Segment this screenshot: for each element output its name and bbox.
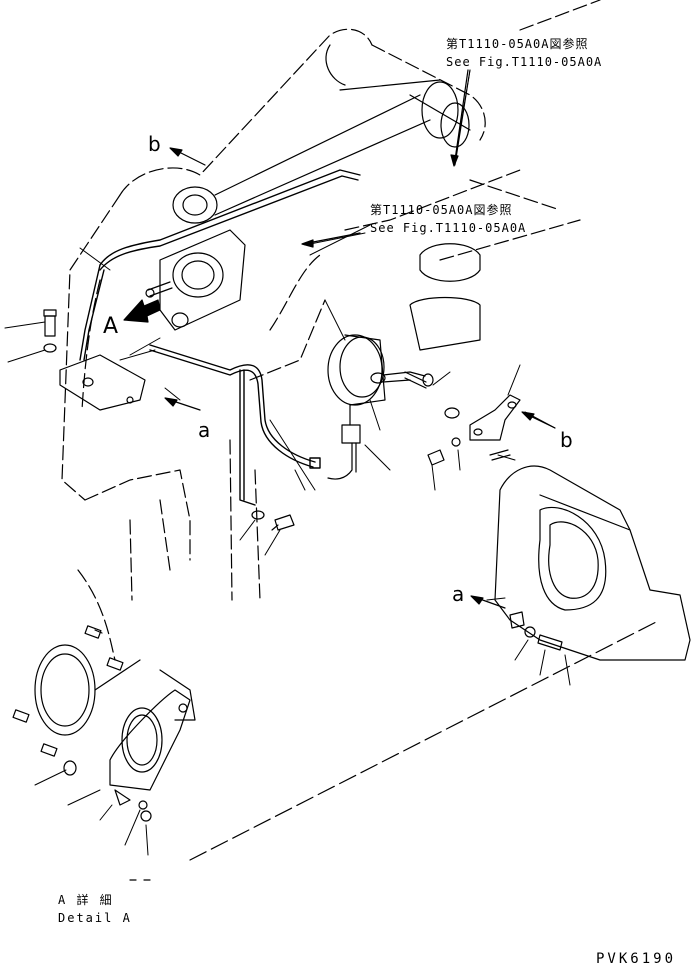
detail-caption-jp: A 詳 細 [58, 893, 114, 907]
cover-bolt-set [509, 611, 563, 651]
left-bolt [43, 309, 57, 353]
cover-plate [494, 465, 691, 661]
bottom-bolt-set [251, 510, 295, 531]
view-label-a: A [103, 314, 119, 339]
reference-middle-jp: 第T1110-05A0A図参照 [370, 203, 513, 217]
left-plate [59, 354, 146, 411]
detail-caption-en: Detail A [58, 911, 132, 925]
sensor-disc [327, 334, 426, 480]
callout-a-left: a [198, 418, 211, 442]
reference-middle-en: See Fig.T1110-05A0A [370, 221, 527, 235]
reference-top-jp: 第T1110-05A0A図参照 [446, 37, 589, 51]
drawing-code: PVK6190 [596, 951, 677, 967]
grease-tube-lower [149, 344, 321, 506]
reference-top-en: See Fig.T1110-05A0A [446, 55, 603, 69]
view-arrow-a [123, 299, 161, 323]
leader-lines [4, 69, 571, 856]
detail-a-assembly [12, 625, 196, 822]
callout-arrows [164, 69, 556, 609]
right-bracket [427, 394, 521, 466]
callout-b-top: b [148, 132, 161, 156]
grease-tube-upper [79, 169, 361, 361]
upper-pin-assembly [172, 44, 481, 351]
callout-a-right: a [452, 582, 465, 606]
sensor-bolt [404, 371, 460, 419]
callout-b-right: b [560, 428, 573, 452]
boom-body [61, 0, 661, 861]
